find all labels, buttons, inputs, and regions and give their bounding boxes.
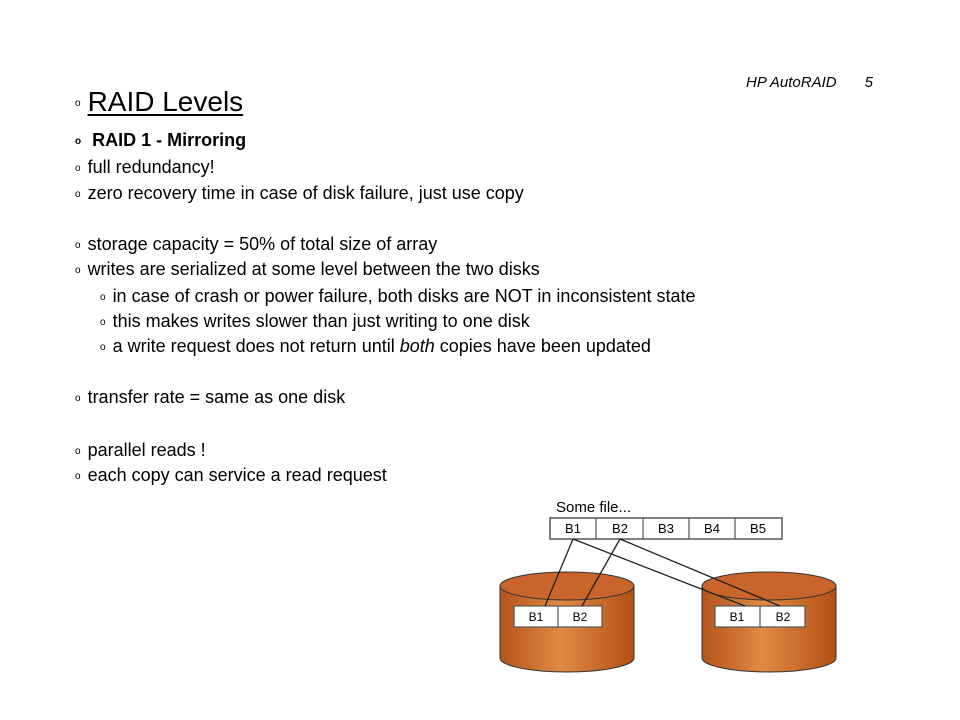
bullet-marker: o <box>100 341 106 353</box>
bullet-marker: o <box>75 445 81 457</box>
disk-right-block-b2: B2 <box>776 610 791 624</box>
raid1-mirroring-diagram: Some file... B1 B2 B3 B4 B5 B1 B2 B1 B2 <box>499 499 837 673</box>
bullet-marker: o <box>75 392 81 404</box>
bullet-text: each copy can service a read request <box>87 465 387 485</box>
bullet-text: full redundancy! <box>87 157 215 177</box>
bullet-marker: o <box>100 291 106 303</box>
bullet-text: zero recovery time in case of disk failu… <box>87 183 524 203</box>
disk-left-block-b1: B1 <box>529 610 544 624</box>
sub-bullet-text-before: a write request does not return until <box>112 336 400 356</box>
file-block-b3: B3 <box>658 521 674 536</box>
disk-left-block-b2: B2 <box>573 610 588 624</box>
bullet-marker: o <box>100 316 106 328</box>
bullet-text: writes are serialized at some level betw… <box>87 259 540 279</box>
slide-header: HP AutoRAID 5 <box>746 74 873 91</box>
bullet-item: o zero recovery time in case of disk fail… <box>75 183 524 204</box>
disk-right-block-b1: B1 <box>730 610 745 624</box>
bullet-item: o storage capacity = 50% of total size of… <box>75 234 437 255</box>
bullet-item: o each copy can service a read request <box>75 465 387 486</box>
page-number: 5 <box>864 74 873 91</box>
bullet-item: o transfer rate = same as one disk <box>75 387 345 408</box>
file-block-b1: B1 <box>565 521 581 536</box>
bullet-item: o parallel reads ! <box>75 440 206 461</box>
line-b1-left <box>544 538 574 607</box>
bullet-marker: o <box>75 135 82 147</box>
bullet-marker: o <box>75 470 81 482</box>
bullet-text: storage capacity = 50% of total size of … <box>87 234 438 254</box>
line-b2-right <box>619 538 781 607</box>
line-b2-left <box>581 538 621 607</box>
disk-right: B1 B2 <box>701 571 837 673</box>
bullet-marker: o <box>75 188 81 200</box>
sub-bullet-text-after: copies have been updated <box>434 336 651 356</box>
bullet-item: o full redundancy! <box>75 157 215 178</box>
sub-bullet-text-emphasis: both <box>399 336 435 356</box>
sub-bullet-text: in case of crash or power failure, both … <box>112 286 696 306</box>
file-label: Some file... <box>556 499 631 516</box>
subtitle-text: RAID 1 - Mirroring <box>92 130 247 150</box>
bullet-marker: o <box>75 98 81 110</box>
slide-title-text: RAID Levels <box>87 86 244 117</box>
bullet-text: transfer rate = same as one disk <box>87 387 346 407</box>
sub-bullet-text: this makes writes slower than just writi… <box>112 311 530 331</box>
bullet-marker: o <box>75 239 81 251</box>
line-b1-right <box>572 538 746 607</box>
file-block-b4: B4 <box>704 521 720 536</box>
file-blocks-frame <box>549 517 783 540</box>
disk-left: B1 B2 <box>499 571 635 673</box>
bullet-item: o writes are serialized at some level bet… <box>75 259 540 280</box>
bullet-marker: o <box>75 162 81 174</box>
sub-bullet-item: o this makes writes slower than just writ… <box>100 311 530 332</box>
slide-title: o RAID Levels <box>75 86 243 118</box>
sub-bullet-item: o in case of crash or power failure, both… <box>100 286 696 307</box>
bullet-marker: o <box>75 264 81 276</box>
file-block-row: B1 B2 B3 B4 B5 <box>549 517 783 540</box>
bullet-text: parallel reads ! <box>87 440 206 460</box>
file-block-b5: B5 <box>750 521 766 536</box>
file-block-b2: B2 <box>612 521 628 536</box>
sub-bullet-item: o a write request does not return until b… <box>100 336 651 357</box>
header-title: HP AutoRAID <box>746 74 837 91</box>
subtitle: o RAID 1 - Mirroring <box>75 130 246 151</box>
mirror-mapping-lines <box>544 538 781 607</box>
